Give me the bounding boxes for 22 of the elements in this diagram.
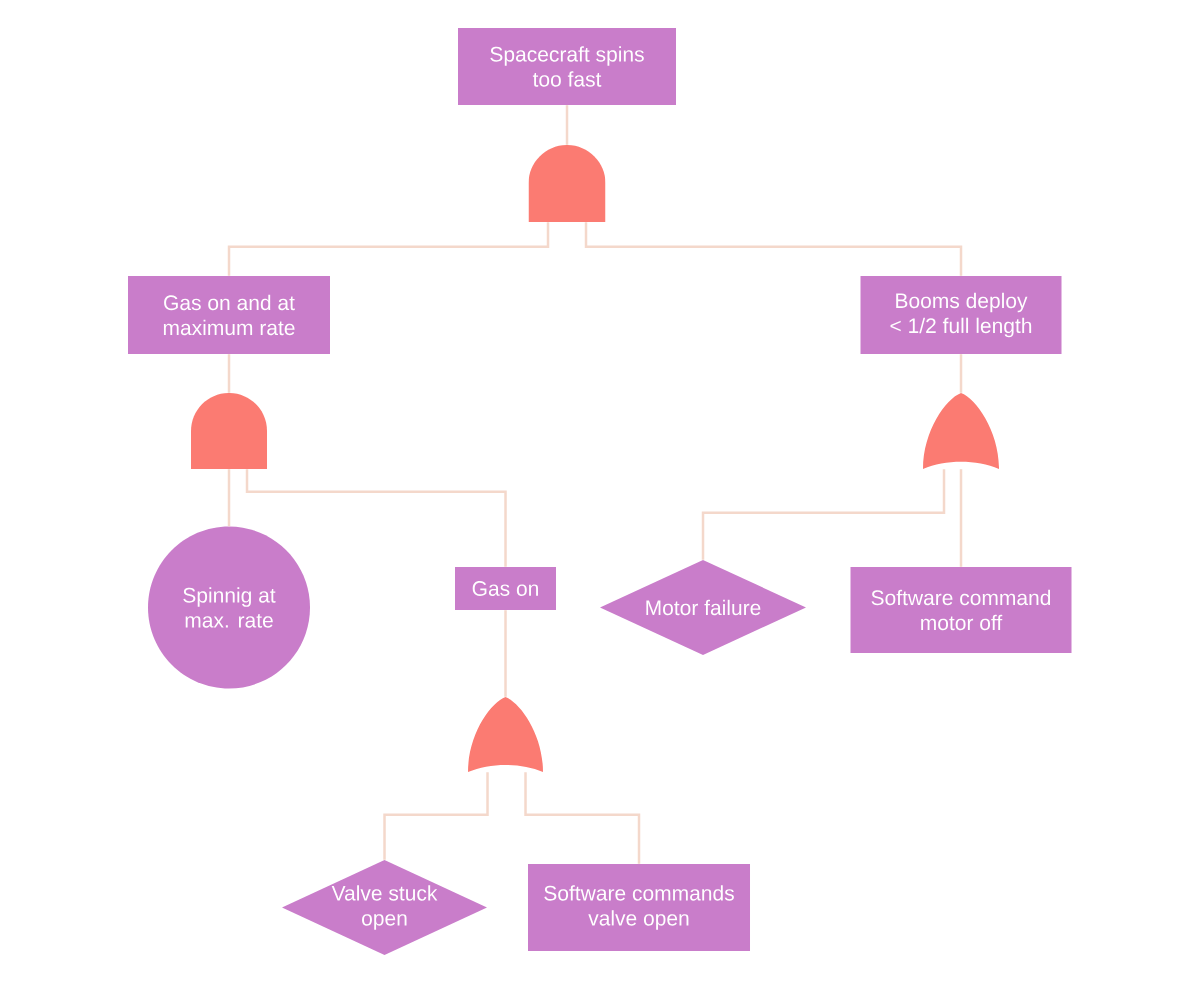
connector-line bbox=[504, 610, 507, 697]
or-gate bbox=[923, 393, 999, 469]
event-box: Gas on and at maximum rate bbox=[128, 276, 330, 354]
event-box: Software commands valve open bbox=[528, 864, 750, 951]
connector-line bbox=[584, 222, 963, 276]
connector-line bbox=[959, 469, 963, 567]
connector-line bbox=[227, 222, 550, 276]
connector-line bbox=[245, 469, 507, 567]
connector-line bbox=[227, 469, 231, 527]
connector-line bbox=[701, 469, 946, 560]
and-gate bbox=[528, 145, 606, 222]
connector-line bbox=[524, 772, 641, 864]
connector-line bbox=[383, 772, 489, 860]
connector-line bbox=[227, 354, 231, 393]
event-box: Software command motor off bbox=[850, 567, 1072, 653]
event-box: Gas on bbox=[455, 567, 556, 610]
event-box: Booms deploy < 1/2 full length bbox=[860, 276, 1062, 354]
connector-line bbox=[959, 354, 963, 393]
connector-line bbox=[565, 105, 569, 145]
event-box: Spacecraft spins too fast bbox=[458, 28, 676, 105]
and-gate bbox=[191, 393, 267, 469]
or-gate bbox=[468, 697, 543, 772]
